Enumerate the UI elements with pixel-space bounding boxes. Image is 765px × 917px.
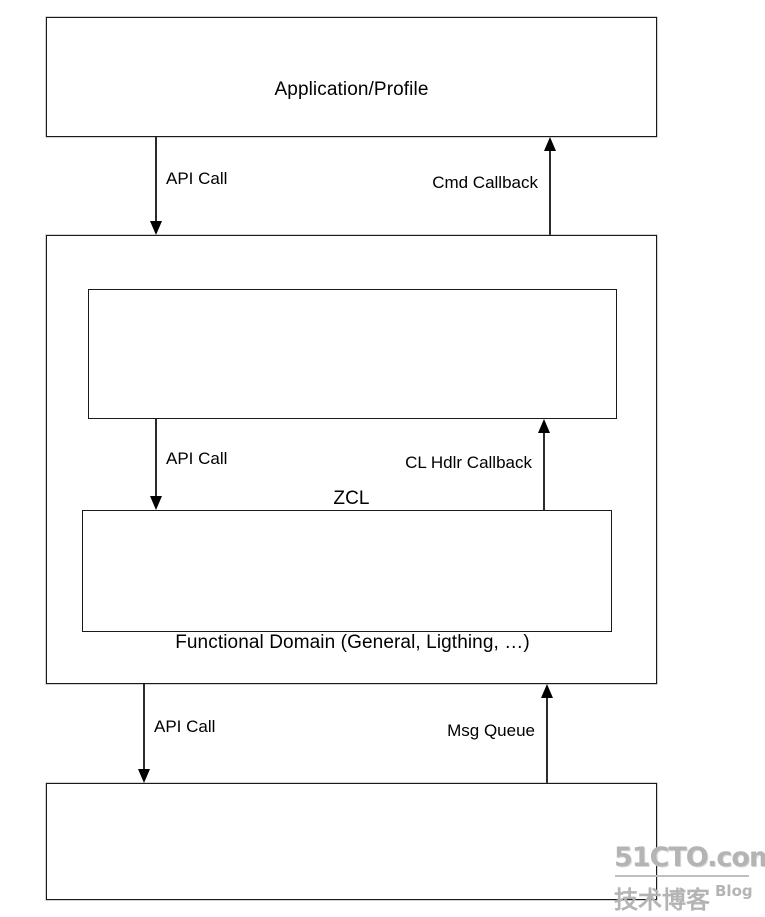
- connector-label-api-call: API Call: [163, 449, 231, 468]
- watermark-site-name: 51CTO.com: [614, 842, 765, 873]
- box-foundation: Foundation: [82, 510, 612, 632]
- connector-line: [143, 684, 145, 769]
- connector-line: [546, 698, 548, 783]
- connector-line: [549, 151, 551, 235]
- watermark-blog-label: Blog: [715, 882, 753, 900]
- arrow-down-icon: [137, 769, 150, 783]
- watermark-chinese-text: 技术博客: [614, 886, 710, 914]
- connector-line: [543, 433, 545, 510]
- connector-label-cmd-callback: Cmd Callback: [429, 173, 541, 192]
- connector-line: [155, 137, 157, 221]
- connector-label-cl-hdlr-callback: CL Hdlr Callback: [402, 453, 535, 472]
- arrow-up-icon: [540, 684, 553, 698]
- connector-line: [155, 419, 157, 496]
- box-application-profile-label: Application/Profile: [274, 79, 429, 100]
- box-functional-domain-label: Functional Domain (General, Ligthing, …): [175, 632, 530, 653]
- arrow-up-icon: [543, 137, 556, 151]
- watermark: 51CTO.com 技术博客 Blog: [612, 842, 765, 914]
- arrow-down-icon: [149, 496, 162, 510]
- arrow-up-icon: [537, 419, 550, 433]
- box-application-profile: Application/Profile: [46, 17, 657, 137]
- connector-label-api-call: API Call: [163, 169, 231, 188]
- box-zcl-label: ZCL: [333, 488, 370, 509]
- connector-label-api-call: API Call: [151, 717, 219, 736]
- box-af: AF: [46, 783, 657, 900]
- box-functional-domain: Functional Domain (General, Ligthing, …): [88, 289, 617, 653]
- watermark-divider: [615, 875, 749, 877]
- connector-label-msg-queue: Msg Queue: [444, 721, 538, 740]
- arrow-down-icon: [149, 221, 162, 235]
